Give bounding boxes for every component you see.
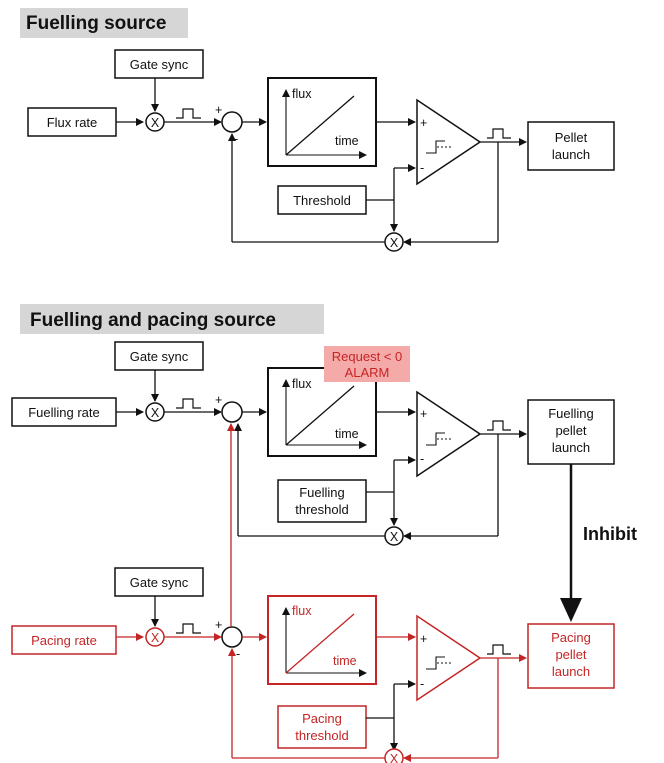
threshold-label: Threshold <box>293 193 351 208</box>
alarm-label-1: Request < 0 <box>332 349 402 364</box>
section2-title: Fuelling and pacing source <box>30 310 276 331</box>
summing-junction <box>221 111 243 133</box>
sum-minus-sign: - <box>234 132 238 146</box>
comparator-triangle <box>416 98 482 186</box>
comparator-plus-sign: + <box>420 116 427 130</box>
threshold-box <box>277 185 367 215</box>
fuel-launch-label-3: launch <box>552 440 590 455</box>
alarm-label-2: ALARM <box>345 365 390 380</box>
fuel-summing-junction <box>221 401 243 423</box>
fuel-launch-label-1: Fuelling <box>548 406 594 421</box>
pace-sum-minus-sign: - <box>236 647 240 661</box>
fuelling-loop: Gate sync Fuelling rate X + - flux time … <box>11 341 615 546</box>
plot-y-label: flux <box>292 87 312 101</box>
pace-pulse-icon <box>176 623 201 634</box>
pellet-launch-label-2: launch <box>552 147 590 162</box>
section2-title-bg <box>20 304 324 334</box>
fuel-plot-y-label: flux <box>292 377 312 391</box>
pace-gate-sync-box <box>114 567 204 597</box>
hysteresis-step-icon <box>426 140 445 154</box>
multiplier-symbol: X <box>151 116 160 130</box>
gate-sync-box <box>114 49 204 79</box>
pace-summing-junction <box>221 626 243 648</box>
fuel-threshold-label-2: threshold <box>295 502 348 517</box>
pace-launch-label-3: launch <box>552 664 590 679</box>
fuel-comparator-minus-sign: - <box>420 452 424 466</box>
fuel-output-pulse-icon <box>487 420 511 431</box>
fuel-sum-plus-sign: + <box>215 393 222 407</box>
integrator-box <box>267 77 377 167</box>
fuel-comparator-triangle <box>416 390 482 478</box>
fuel-threshold-label-1: Fuelling <box>299 485 345 500</box>
section1-title-bg <box>20 8 188 38</box>
rate-label: Flux rate <box>47 115 98 130</box>
fuel-pulse-icon <box>176 398 201 409</box>
sum-plus-sign: + <box>215 103 222 117</box>
inhibit-arrowhead <box>560 598 582 622</box>
gate-sync-label: Gate sync <box>130 57 189 72</box>
fuel-threshold-box <box>277 479 367 523</box>
plot-ramp-line <box>285 95 355 156</box>
fuel-launch-label-2: pellet <box>555 423 586 438</box>
pace-comparator-minus-sign: - <box>420 677 424 691</box>
pace-sum-plus-sign: + <box>215 618 222 632</box>
pace-launch-label-1: Pacing <box>551 630 591 645</box>
pace-threshold-label-1: Pacing <box>302 711 342 726</box>
rate-box <box>27 107 117 137</box>
pace-integrator-box <box>267 595 377 685</box>
pace-multiplier-symbol: X <box>151 631 160 645</box>
pellet-launch-label-1: Pellet <box>555 130 588 145</box>
output-pulse-icon <box>487 128 511 139</box>
fuel-launch-box <box>527 399 615 465</box>
alarm-badge <box>324 346 410 382</box>
feedback-multiplier-symbol: X <box>390 236 399 250</box>
fuel-gate-sync-label: Gate sync <box>130 349 189 364</box>
pace-comparator-plus-sign: + <box>420 632 427 646</box>
pace-gate-sync-label: Gate sync <box>130 575 189 590</box>
fuel-plot-ramp-line <box>285 385 355 446</box>
section1-diagram: Gate sync Flux rate X + - flux time + - <box>27 49 615 252</box>
pace-plot-ramp-line <box>285 613 355 674</box>
fuel-hysteresis-step-icon <box>426 432 445 446</box>
comparator-minus-sign: - <box>420 161 424 175</box>
pace-threshold-box <box>277 705 367 749</box>
pace-rate-box <box>11 625 117 655</box>
fuel-rate-box <box>11 397 117 427</box>
fuel-gate-sync-box <box>114 341 204 371</box>
pace-plot-x-label: time <box>333 654 357 668</box>
fuel-feedback-multiplier-symbol: X <box>390 530 399 544</box>
inhibit-label: Inhibit <box>583 524 637 544</box>
pace-output-pulse-icon <box>487 644 511 655</box>
section1-title: Fuelling source <box>26 13 166 34</box>
pulse-icon <box>176 108 201 119</box>
pace-launch-box <box>527 623 615 689</box>
fuel-comparator-plus-sign: + <box>420 407 427 421</box>
pace-launch-label-2: pellet <box>555 647 586 662</box>
pace-plot-y-label: flux <box>292 604 312 618</box>
fuel-multiplier-symbol: X <box>151 406 160 420</box>
pacing-loop: Gate sync Pacing rate X + - flux time + … <box>11 423 615 763</box>
pace-hysteresis-step-icon <box>426 656 445 670</box>
pace-feedback-multiplier-symbol: X <box>390 752 399 763</box>
pace-comparator-triangle <box>416 614 482 702</box>
plot-x-label: time <box>335 134 359 148</box>
pace-rate-label: Pacing rate <box>31 633 97 648</box>
fuel-rate-label: Fuelling rate <box>28 405 100 420</box>
fuel-plot-x-label: time <box>335 427 359 441</box>
pellet-launch-box <box>527 121 615 171</box>
pace-threshold-label-2: threshold <box>295 728 348 743</box>
